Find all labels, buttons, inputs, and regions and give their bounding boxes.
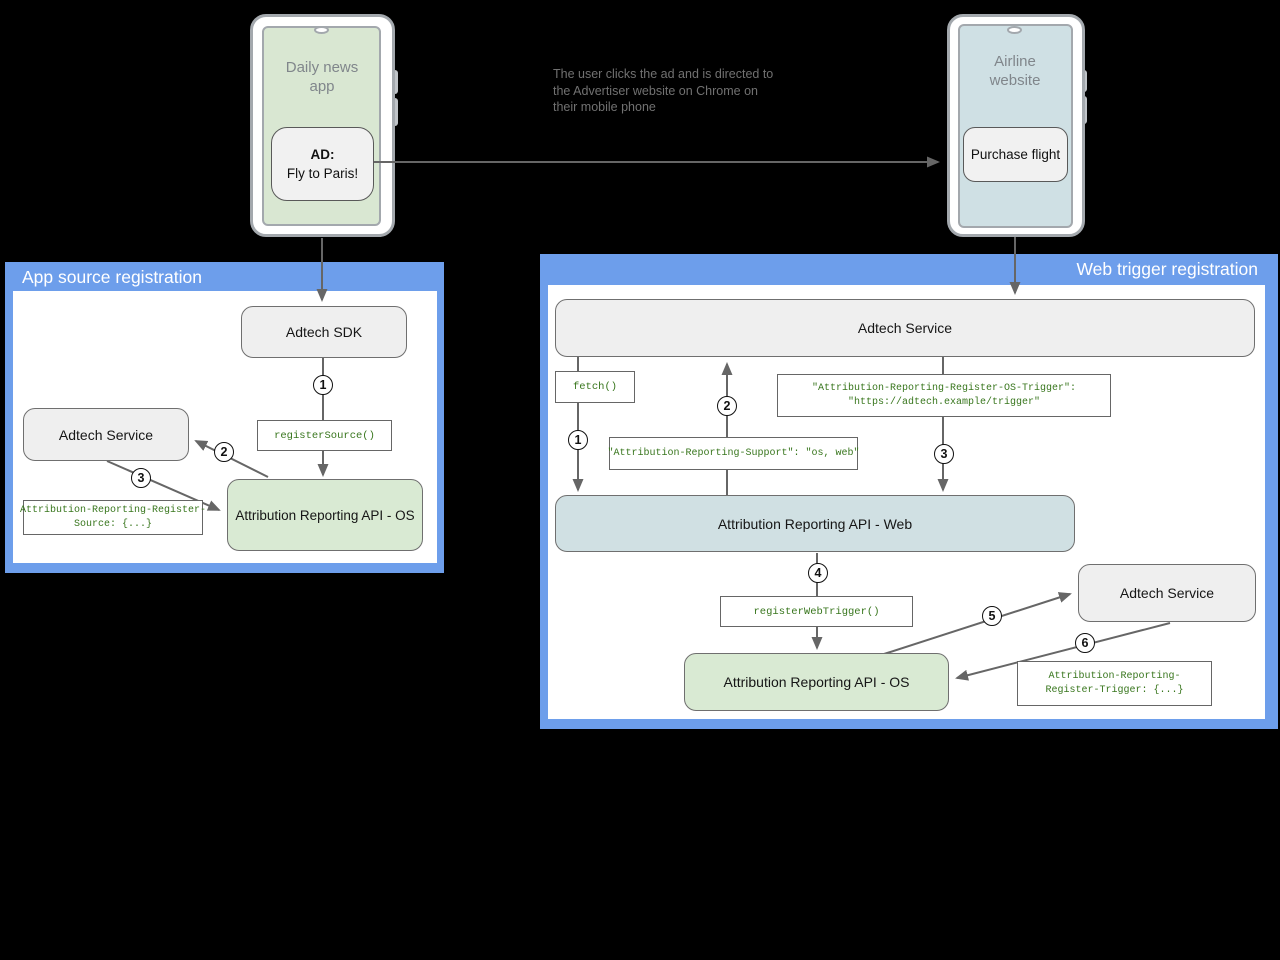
app-source-panel-title: App source registration — [22, 267, 202, 287]
register-source-header-line: Source: {...} — [73, 518, 152, 530]
step-5-web-trigger: 5 — [982, 606, 1002, 626]
phone-camera-icon — [1007, 26, 1022, 34]
register-trigger-header-line: Register-Trigger: {...} — [1045, 684, 1184, 696]
purchase-flight-button: Purchase flight — [963, 127, 1068, 182]
ad-heading: AD: — [310, 147, 335, 162]
step-4-web-trigger: 4 — [808, 563, 828, 583]
narration-line: their mobile phone — [553, 100, 656, 114]
web-trigger-panel-title: Web trigger registration — [1076, 259, 1258, 279]
phone-camera-icon — [314, 26, 329, 34]
register-web-trigger-call-box: registerWebTrigger() — [720, 596, 913, 627]
register-trigger-header-line: Attribution-Reporting- — [1048, 670, 1181, 682]
register-trigger-header-box: Attribution-Reporting- Register-Trigger:… — [1017, 661, 1212, 706]
register-source-header-line: Attribution-Reporting-Register- — [19, 504, 207, 516]
adtech-sdk-box: Adtech SDK — [241, 306, 407, 358]
arrow-api-os-to-adtech-service — [194, 440, 269, 478]
ad-banner: AD: Fly to Paris! — [271, 127, 374, 201]
step-1-app-source: 1 — [313, 375, 333, 395]
step-2-app-source: 2 — [214, 442, 234, 462]
arrow-api-os-to-adtech-service-right — [883, 592, 1072, 655]
ad-text: Fly to Paris! — [286, 166, 359, 181]
step-3-app-source: 3 — [131, 468, 151, 488]
step-2-web-trigger: 2 — [717, 396, 737, 416]
adtech-service-box-right: Adtech Service — [1078, 564, 1256, 622]
narration-text: The user clicks the ad and is directed t… — [553, 66, 773, 116]
register-source-header-box: Attribution-Reporting-Register- Source: … — [19, 500, 207, 535]
os-trigger-header-line: "https://adtech.example/trigger" — [847, 396, 1041, 408]
adtech-service-box-top: Adtech Service — [555, 299, 1255, 357]
os-trigger-header-box: "Attribution-Reporting-Register-OS-Trigg… — [777, 374, 1111, 417]
fetch-call-box: fetch() — [555, 371, 635, 403]
narration-line: the Advertiser website on Chrome on — [553, 83, 758, 98]
os-trigger-header-line: "Attribution-Reporting-Register-OS-Trigg… — [811, 382, 1077, 394]
narration-line: The user clicks the ad and is directed t… — [553, 67, 774, 81]
airline-phone-screen — [958, 24, 1073, 228]
daily-news-app-title: Daily news app — [285, 59, 359, 95]
attribution-api-os-box-left: Attribution Reporting API - OS — [227, 479, 423, 551]
arrow-adtech-service-right-to-api-os — [955, 622, 1171, 681]
register-source-call-box: registerSource() — [257, 420, 392, 451]
purchase-flight-label: Purchase flight — [970, 147, 1061, 162]
airline-website-title: Airline website — [989, 53, 1041, 89]
step-1-web-trigger: 1 — [568, 430, 588, 450]
adtech-service-box-left: Adtech Service — [23, 408, 189, 461]
attribution-api-os-box-right: Attribution Reporting API - OS — [684, 653, 949, 711]
step-3-web-trigger: 3 — [934, 444, 954, 464]
step-6-web-trigger: 6 — [1075, 633, 1095, 653]
support-header-box: "Attribution-Reporting-Support": "os, we… — [607, 437, 860, 470]
attribution-api-web-box: Attribution Reporting API - Web — [555, 495, 1075, 552]
